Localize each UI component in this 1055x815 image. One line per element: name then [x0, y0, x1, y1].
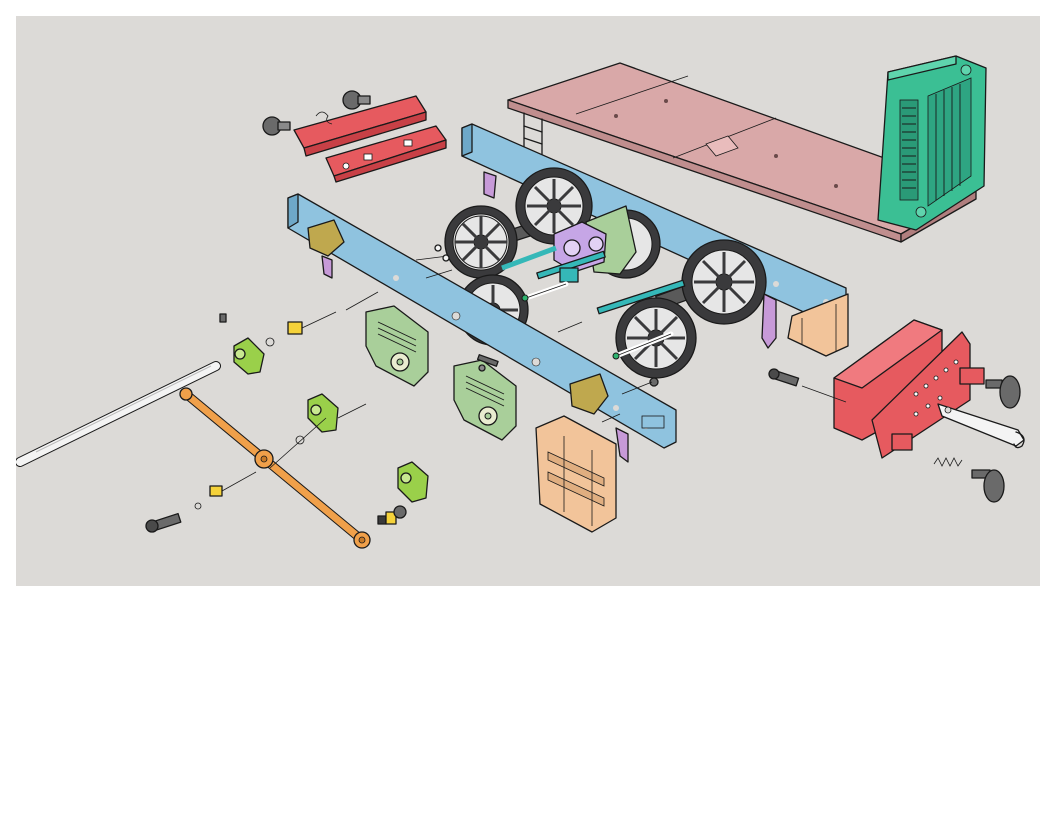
front-spacer-frame	[535, 415, 617, 533]
axlebox-unit-front	[453, 359, 517, 441]
coupling-rod-orange	[179, 387, 371, 549]
front-buffer-right-upper	[985, 375, 1021, 409]
far-frame-hanger-front	[761, 293, 777, 349]
near-frame-hanger-front	[615, 427, 629, 463]
rear-buffer-left	[262, 116, 291, 136]
front-buffer-right-lower	[971, 469, 1005, 503]
crank-bolt-lower-left	[145, 471, 257, 533]
front-frame-spacer	[787, 293, 849, 357]
axlebox-unit-rear	[365, 305, 429, 387]
rear-coupling-hook	[315, 111, 333, 125]
rear-buffer-beam	[293, 95, 447, 183]
near-frame-hanger-rear	[321, 255, 333, 279]
near-frame-block-front	[569, 373, 609, 415]
side-frame-near	[287, 193, 677, 463]
crank-upper	[219, 311, 337, 375]
crank-middle	[295, 393, 367, 445]
cad-viewport[interactable]	[16, 16, 1040, 586]
far-frame-hanger-rear	[483, 171, 497, 199]
coupling-rod-teal	[501, 245, 686, 360]
assembly-guide-lines	[345, 255, 653, 423]
front-buffer-bolt	[768, 368, 847, 403]
front-coupling-hook	[937, 403, 1025, 449]
motor-assembly	[521, 205, 637, 302]
near-frame-block-rear	[307, 219, 345, 257]
crank-lower	[397, 461, 429, 503]
exploded-locomotive-chassis-drawing	[16, 55, 1025, 549]
rear-buffer-right	[342, 90, 371, 110]
crank-pin-lower	[377, 505, 407, 525]
cab-front-grille	[877, 55, 987, 231]
front-buffer-beam	[833, 319, 985, 459]
blank-area-below-viewport	[0, 586, 1055, 815]
front-buffer-spring	[933, 457, 963, 467]
long-axle-rod	[16, 361, 221, 467]
small-screws	[476, 354, 659, 387]
